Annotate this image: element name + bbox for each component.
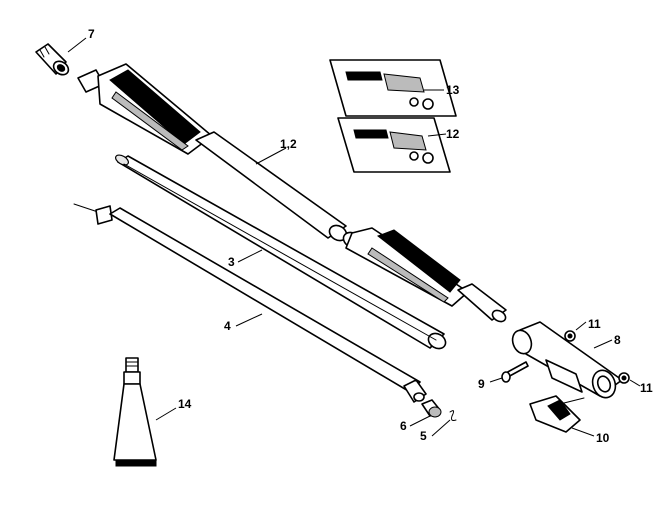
part-11-nut-lower	[618, 372, 630, 384]
leader-lines	[67, 37, 641, 437]
callout-1-2: 1,2	[280, 137, 297, 151]
callout-6: 6	[400, 419, 407, 433]
part-10-wing-screw	[529, 395, 585, 433]
part-12-label-sheet	[337, 117, 451, 173]
part-1-2-drive-tube-lower	[342, 227, 507, 323]
callout-4: 4	[224, 319, 231, 333]
part-11-nut-upper	[564, 330, 576, 342]
callout-11-lower: 11	[640, 381, 653, 395]
callout-12: 12	[446, 127, 460, 141]
callout-7: 7	[88, 27, 95, 41]
part-3-sleeve	[115, 154, 447, 350]
part-1-2-drive-tube-upper	[77, 63, 348, 242]
callout-10: 10	[596, 431, 610, 445]
callout-9: 9	[478, 377, 485, 391]
callout-5: 5	[420, 429, 427, 443]
part-13-label-sheet	[329, 59, 457, 117]
part-7-end-cap	[35, 43, 70, 76]
part-5-clip	[449, 410, 457, 421]
callout-8: 8	[614, 333, 621, 347]
part-4-drive-shaft	[73, 203, 427, 403]
part-6-bushing	[421, 399, 442, 418]
callout-11-upper: 11	[588, 317, 601, 331]
part-14-grease-tube	[113, 357, 157, 467]
part-8-clamp	[511, 321, 623, 399]
callout-13: 13	[446, 83, 460, 97]
part-9-screw	[501, 361, 529, 383]
callout-14: 14	[178, 397, 192, 411]
callout-3: 3	[228, 255, 235, 269]
